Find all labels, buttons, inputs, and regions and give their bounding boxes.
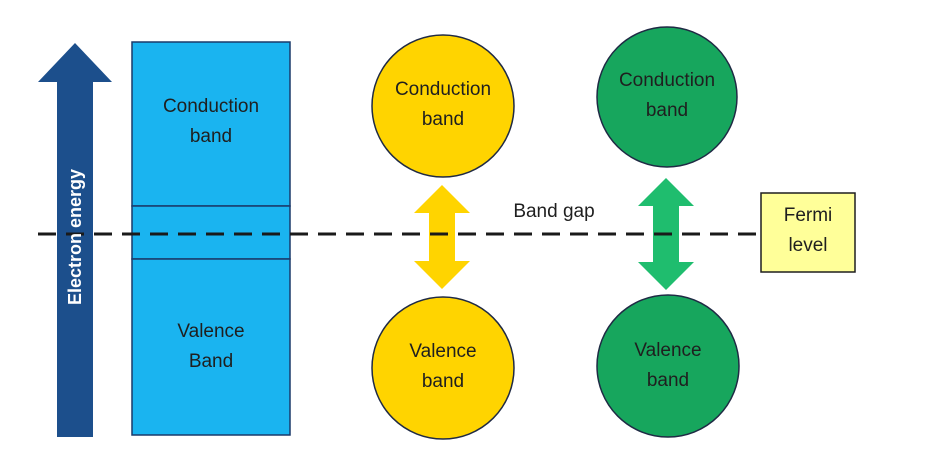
conduction-band-block	[131, 41, 291, 207]
green-conduction-label: Conduction band	[618, 70, 716, 121]
green-valence-circle	[596, 294, 740, 438]
yellow-conduction-circle	[371, 34, 515, 178]
fermi-level-box	[760, 192, 856, 273]
conduction-band-label: Conduction band	[162, 96, 260, 147]
valence-band-label: Valence Band	[177, 321, 245, 372]
fermi-level-label: Fermi level	[783, 205, 833, 256]
yellow-conduction-label: Conduction band	[394, 79, 492, 130]
green-conduction-circle	[596, 26, 738, 168]
axis-label: Electron energy	[65, 168, 85, 306]
valence-band-block	[131, 258, 291, 436]
green-valence-label: Valence band	[634, 340, 702, 391]
yellow-valence-label: Valence band	[409, 341, 477, 392]
yellow-valence-circle	[371, 296, 515, 440]
electron-energy-arrow	[38, 43, 112, 437]
yellow-band-gap-arrow	[414, 185, 470, 289]
band-gap-label: Band gap	[513, 201, 595, 222]
